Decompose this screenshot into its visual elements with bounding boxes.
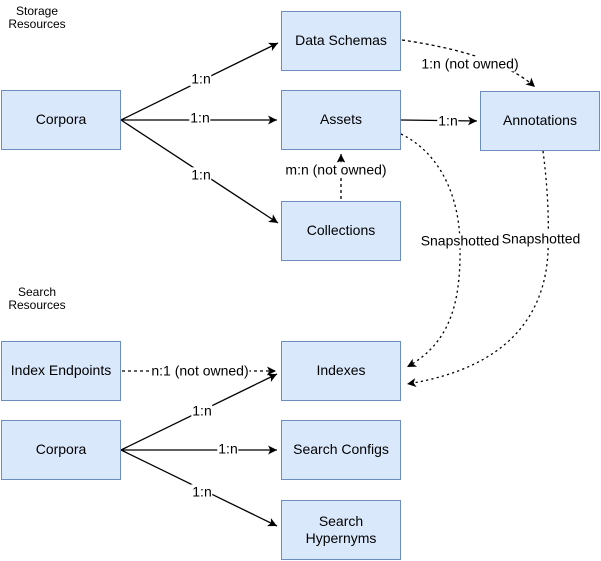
edge-label-corpora-to-indexes: 1:n bbox=[191, 402, 213, 419]
section-label-search-resources: Search Resources bbox=[8, 285, 66, 312]
node-collections: Collections bbox=[281, 201, 401, 261]
edge-label-assets-to-annotations: 1:n bbox=[437, 112, 459, 129]
node-annotations: Annotations bbox=[480, 91, 600, 151]
node-assets: Assets bbox=[281, 90, 401, 150]
edge-label-corpora-to-assets: 1:n bbox=[189, 109, 211, 126]
section-label-storage-resources: Storage Resources bbox=[8, 4, 66, 31]
node-corpora-storage: Corpora bbox=[1, 90, 121, 150]
node-index-endpoints: Index Endpoints bbox=[1, 341, 121, 401]
edge-data-schemas-to-annotations bbox=[401, 39, 536, 88]
edge-label-annotations-to-indexes: Snapshotted bbox=[500, 230, 582, 247]
node-search-hypernyms: Search Hypernyms bbox=[281, 500, 401, 560]
edge-assets-to-indexes bbox=[400, 133, 461, 368]
edge-label-corpora-to-search-configs: 1:n bbox=[217, 440, 239, 457]
edge-label-corpora-to-data-schemas: 1:n bbox=[190, 70, 212, 87]
node-data-schemas: Data Schemas bbox=[281, 11, 401, 71]
node-indexes: Indexes bbox=[281, 341, 401, 401]
edge-label-assets-to-indexes: Snapshotted bbox=[419, 232, 501, 249]
edge-label-corpora-to-collections: 1:n bbox=[190, 166, 212, 183]
node-corpora-search: Corpora bbox=[1, 420, 121, 480]
edge-annotations-to-indexes bbox=[406, 150, 549, 388]
node-search-configs: Search Configs bbox=[281, 420, 401, 480]
edge-label-corpora-to-search-hypernyms: 1:n bbox=[191, 483, 213, 500]
edge-label-index-endpoints-to-indexes: n:1 (not owned) bbox=[150, 362, 250, 379]
edge-label-collections-to-assets: m:n (not owned) bbox=[284, 161, 388, 178]
edge-label-data-schemas-to-annotations: 1:n (not owned) bbox=[420, 55, 520, 72]
